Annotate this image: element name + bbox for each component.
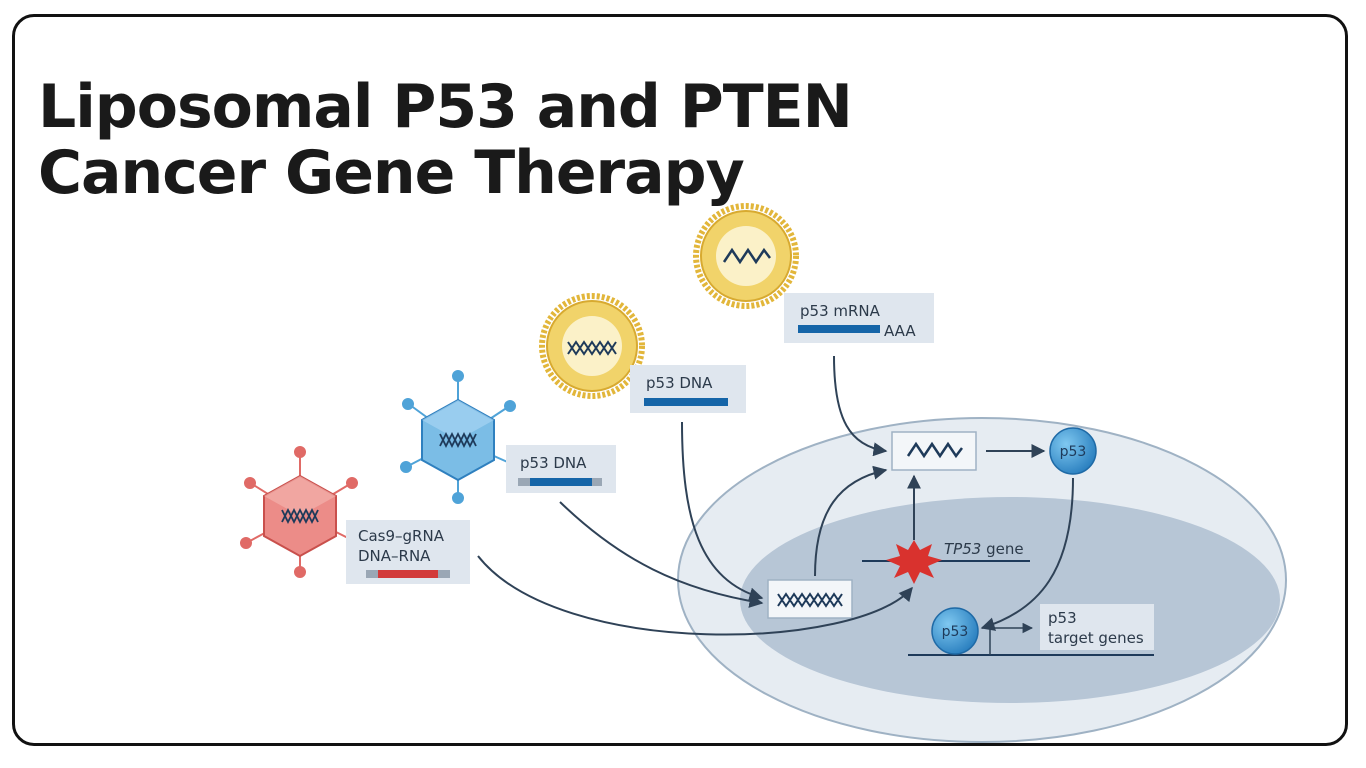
p53-protein: p53 — [1049, 427, 1097, 475]
arrow-dna-to-mrna — [814, 465, 888, 577]
tp53-gene: TP53 gene — [862, 540, 1030, 584]
liposome-mrna — [693, 203, 799, 309]
p53-protein-label: p53 — [1060, 444, 1087, 460]
mutation-icon — [886, 540, 942, 584]
dna-icon — [567, 340, 617, 356]
arrow-red-virus — [477, 555, 913, 636]
tp53-gene-label: TP53 gene — [944, 540, 1024, 558]
red-virus-label-1: Cas9–gRNA — [358, 527, 445, 545]
mrna-icon — [722, 247, 771, 265]
title-line-1: Liposomal P53 and PTEN — [38, 72, 853, 142]
mrna-tail: AAA — [884, 322, 916, 340]
mrna-label: p53 mRNA — [800, 302, 881, 320]
arrow-liposome-dna — [681, 421, 764, 602]
arrow-mrna-liposome — [833, 355, 888, 457]
liposome-dna — [539, 293, 645, 399]
target-label-1: p53 — [1048, 609, 1077, 627]
cell-nucleus — [740, 497, 1280, 703]
mrna-label-box: p53 mRNA AAA — [784, 293, 934, 343]
red-virus — [240, 446, 360, 578]
blue-virus-label: p53 DNA — [520, 454, 587, 472]
p53-bound: p53 — [931, 607, 979, 655]
blue-virus-label-box: p53 DNA — [506, 445, 616, 493]
slide-title: Liposomal P53 and PTEN Cancer Gene Thera… — [38, 72, 853, 208]
arrow-p53-to-nucleus — [980, 477, 1074, 631]
liposome-dna-label: p53 DNA — [646, 374, 713, 392]
nucleus-dna-box — [767, 579, 853, 619]
target-label-2: target genes — [1048, 629, 1144, 647]
liposome-dna-label-box: p53 DNA — [630, 365, 746, 413]
blue-virus — [400, 370, 520, 504]
arrow-blue-virus — [559, 501, 764, 608]
title-line-2: Cancer Gene Therapy — [38, 138, 745, 208]
cell — [677, 417, 1287, 743]
red-virus-label-2: DNA–RNA — [358, 547, 431, 565]
arrows — [477, 355, 1074, 636]
p53-bound-label: p53 — [942, 624, 969, 640]
cytoplasm-mrna-box — [891, 431, 977, 471]
red-virus-label-box: Cas9–gRNA DNA–RNA — [346, 520, 470, 584]
